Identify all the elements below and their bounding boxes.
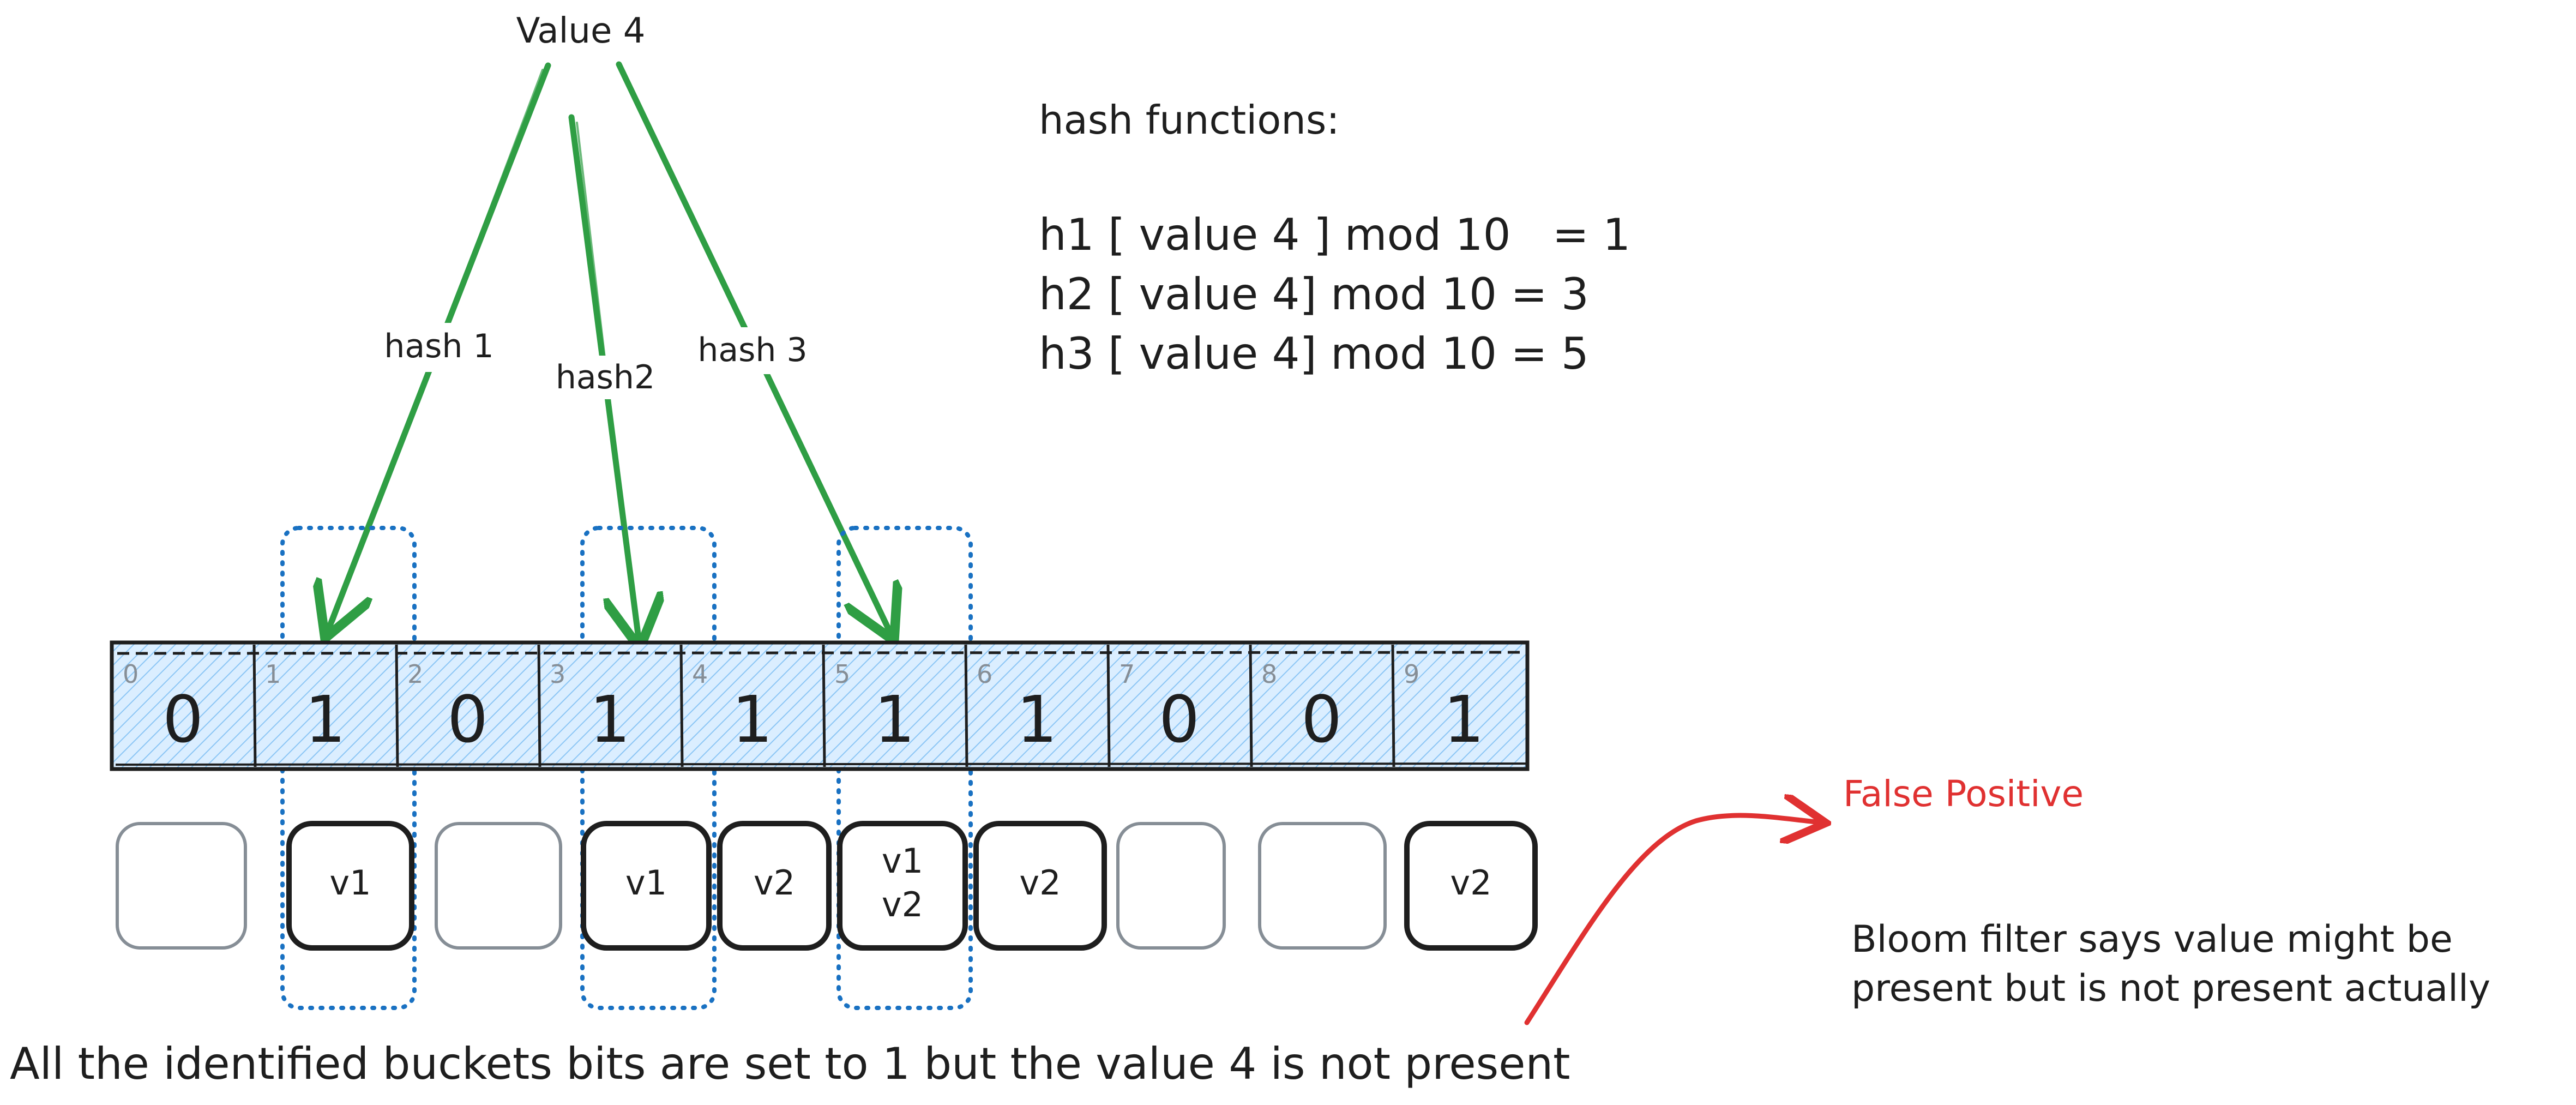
hash-labels: hash 1 hash2 hash 3 bbox=[371, 323, 826, 399]
hash-function-line-2: h2 [ value 4] mod 10 = 3 bbox=[1039, 269, 1589, 320]
hash-functions-block: hash functions: h1 [ value 4 ] mod 10 = … bbox=[1039, 97, 1630, 379]
bit-value: 1 bbox=[732, 682, 773, 757]
bit-cell-divider bbox=[964, 644, 968, 767]
hash-3-label: hash 3 bbox=[697, 331, 807, 369]
bucket: v1 bbox=[581, 821, 712, 951]
bit-cell-divider bbox=[1391, 644, 1395, 767]
bucket-box bbox=[286, 821, 414, 951]
bucket-value: v1 bbox=[329, 863, 371, 903]
false-positive-arrow bbox=[1524, 815, 1821, 1025]
bit-index-label: 3 bbox=[550, 659, 565, 689]
bucket-value: v1 bbox=[625, 863, 667, 903]
bit-array-frame bbox=[110, 640, 1530, 771]
bucket-value: v2 bbox=[1019, 863, 1061, 903]
value-label: Value 4 bbox=[516, 11, 646, 51]
bit-value: 1 bbox=[305, 682, 346, 757]
bucket-value: v2 bbox=[754, 863, 795, 903]
bit-value: 1 bbox=[874, 682, 915, 757]
bucket-box bbox=[837, 821, 968, 951]
bit-cell-divider bbox=[252, 644, 257, 767]
bucket: v1 bbox=[286, 821, 414, 951]
bit-index-label: 1 bbox=[265, 659, 281, 689]
bit-value: 1 bbox=[589, 682, 630, 757]
bit-index-label: 5 bbox=[834, 659, 850, 689]
bit-cell-divider bbox=[1106, 644, 1111, 767]
bit-value: 0 bbox=[162, 682, 203, 757]
hash-functions-title: hash functions: bbox=[1039, 97, 1340, 143]
hash-function-line-3: h3 [ value 4] mod 10 = 5 bbox=[1039, 328, 1589, 379]
bucket-box bbox=[581, 821, 712, 951]
bucket-box bbox=[1258, 822, 1387, 950]
bit-value: 0 bbox=[1301, 682, 1342, 757]
bucket-value: v2 bbox=[1450, 863, 1491, 903]
bucket-box bbox=[116, 822, 247, 950]
bucket-box bbox=[1116, 822, 1226, 950]
bucket-value: v1 bbox=[882, 841, 923, 881]
bit-cell-divider bbox=[1249, 644, 1253, 767]
footer-note: All the identified buckets bits are set … bbox=[10, 1038, 1570, 1089]
bucket: v2 bbox=[717, 821, 832, 951]
bit-index-label: 6 bbox=[977, 659, 992, 689]
bit-value: 1 bbox=[1016, 682, 1057, 757]
bucket-value: v2 bbox=[882, 885, 923, 924]
bucket bbox=[435, 822, 562, 950]
explanation-line-1: Bloom filter says value might be bbox=[1851, 918, 2453, 961]
bucket-box bbox=[435, 822, 562, 950]
bucket bbox=[1258, 822, 1387, 950]
bucket: v2 bbox=[1404, 821, 1538, 951]
bucket-box bbox=[717, 821, 832, 951]
bucket bbox=[116, 822, 247, 950]
hash-1-label: hash 1 bbox=[384, 327, 493, 365]
bit-index-label: 9 bbox=[1404, 659, 1419, 689]
bit-value: 0 bbox=[447, 682, 488, 757]
bucket bbox=[1116, 822, 1226, 950]
bit-cell-divider bbox=[395, 644, 399, 767]
bucket-box bbox=[973, 821, 1107, 951]
hash-function-line-1: h1 [ value 4 ] mod 10 = 1 bbox=[1039, 209, 1630, 260]
false-positive-label: False Positive bbox=[1843, 773, 2084, 815]
bit-cell-divider bbox=[679, 644, 684, 767]
bit-cell-divider bbox=[822, 644, 826, 767]
bit-index-label: 2 bbox=[407, 659, 423, 689]
bit-index-label: 4 bbox=[692, 659, 708, 689]
bucket: v2 bbox=[973, 821, 1107, 951]
bit-cell-divider bbox=[537, 644, 541, 767]
bit-index-label: 0 bbox=[123, 659, 139, 689]
bit-index-label: 8 bbox=[1261, 659, 1277, 689]
bucket-box bbox=[1404, 821, 1538, 951]
hash-2-label: hash2 bbox=[556, 358, 655, 397]
explanation-line-2: present but is not present actually bbox=[1851, 967, 2490, 1010]
bit-value: 1 bbox=[1443, 682, 1484, 757]
bit-value: 0 bbox=[1159, 682, 1200, 757]
bit-index-label: 7 bbox=[1119, 659, 1135, 689]
